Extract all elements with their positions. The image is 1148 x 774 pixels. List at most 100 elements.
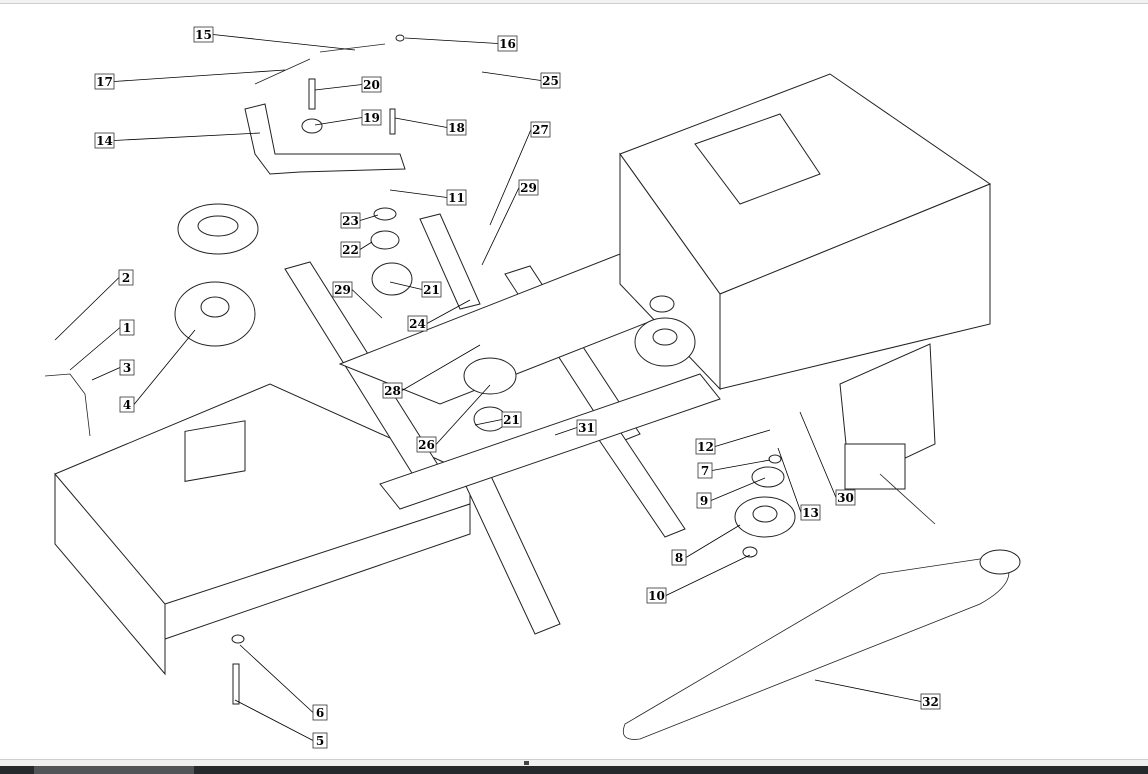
main-frame-side (54, 472, 166, 676)
bearing (371, 262, 413, 296)
callout-box (540, 72, 561, 89)
callout-25: 25 (481, 71, 561, 89)
bushing (301, 118, 323, 134)
callout-number: 19 (363, 111, 380, 125)
callout-box (193, 26, 214, 43)
callout-number: 31 (578, 421, 595, 435)
callout-24: 24 (407, 299, 471, 332)
callout-box (416, 436, 437, 453)
callout-15: 15 (193, 26, 356, 51)
leader-line (91, 367, 121, 381)
leader-line (113, 69, 286, 82)
leader-line (481, 71, 542, 81)
leader-line (404, 37, 499, 44)
pulley-hub (752, 505, 778, 523)
leader-line (814, 679, 922, 702)
callout-box (119, 396, 135, 413)
leader-line (113, 132, 261, 141)
callout-number: 29 (520, 181, 537, 195)
rear-housing-front (619, 152, 721, 391)
callout-number: 18 (448, 121, 465, 135)
callout-12: 12 (695, 429, 771, 455)
pulley-small (649, 295, 675, 313)
housing-window (694, 113, 821, 205)
callout-box (576, 419, 597, 436)
callout-21: 21 (474, 411, 522, 428)
idler-arm (244, 103, 406, 175)
leader-line (389, 189, 448, 198)
pulley-hub (197, 215, 239, 237)
callout-box (697, 462, 713, 479)
leader-line (799, 411, 837, 498)
callout-20: 20 (314, 76, 382, 93)
callout-26: 26 (416, 384, 491, 453)
callout-number: 5 (316, 734, 324, 748)
leader-line (489, 129, 532, 226)
callout-box (119, 359, 135, 376)
callout-13: 13 (777, 447, 821, 521)
callout-number: 20 (363, 78, 380, 92)
leader-line (554, 427, 578, 436)
callout-number: 21 (503, 413, 520, 427)
spring (254, 58, 311, 85)
main-frame-front (164, 503, 471, 640)
callout-box (407, 315, 428, 332)
leader-line (426, 299, 471, 324)
bolt (232, 663, 240, 705)
callout-box (696, 492, 712, 509)
leader-line (69, 327, 121, 371)
callout-2: 2 (54, 269, 134, 341)
callout-number: 21 (423, 283, 440, 297)
drive-belt (622, 555, 1010, 740)
callout-number: 27 (532, 123, 549, 137)
axle (879, 473, 936, 525)
pulley-hub (652, 328, 678, 346)
callout-number: 16 (499, 37, 516, 51)
callout-18: 18 (394, 117, 467, 136)
leader-line (133, 329, 196, 405)
callout-box (695, 438, 716, 455)
callout-29: 29 (481, 179, 539, 266)
washer (231, 634, 245, 644)
rod (319, 43, 386, 53)
callout-number: 30 (837, 491, 854, 505)
leader-line (314, 84, 363, 91)
callout-number: 2 (122, 271, 130, 285)
callout-box (94, 73, 115, 90)
callout-box (382, 382, 403, 399)
leader-line (474, 419, 503, 426)
callout-28: 28 (382, 344, 481, 399)
callout-number: 24 (409, 317, 426, 331)
leader-line (389, 281, 423, 290)
leader-line (54, 277, 120, 341)
callout-6: 6 (239, 644, 328, 721)
frame-crossmember (379, 373, 721, 510)
resize-handle-icon[interactable] (524, 761, 529, 765)
callout-box (361, 76, 382, 93)
leader-line (710, 477, 766, 501)
callout-number: 26 (418, 438, 435, 452)
shift-rod (44, 373, 91, 437)
frame-rail (594, 423, 686, 538)
callout-9: 9 (696, 477, 766, 509)
leader-line (401, 344, 481, 391)
callout-16: 16 (404, 35, 518, 52)
callout-number: 8 (675, 551, 683, 565)
callout-4: 4 (119, 329, 196, 413)
callout-number: 22 (342, 243, 359, 257)
callout-box (501, 411, 522, 428)
callout-box (446, 119, 467, 136)
frame-rail (419, 213, 481, 310)
callout-box (518, 179, 539, 196)
callout-19: 19 (314, 109, 382, 126)
callout-27: 27 (489, 121, 551, 226)
callout-number: 15 (195, 28, 212, 42)
callout-23: 23 (340, 212, 379, 229)
callout-box (94, 132, 115, 149)
idler-pulley (463, 357, 517, 395)
callout-box (671, 549, 687, 566)
leader-line (777, 447, 802, 513)
callout-box (332, 281, 353, 298)
taskbar-active-item[interactable] (34, 766, 194, 774)
